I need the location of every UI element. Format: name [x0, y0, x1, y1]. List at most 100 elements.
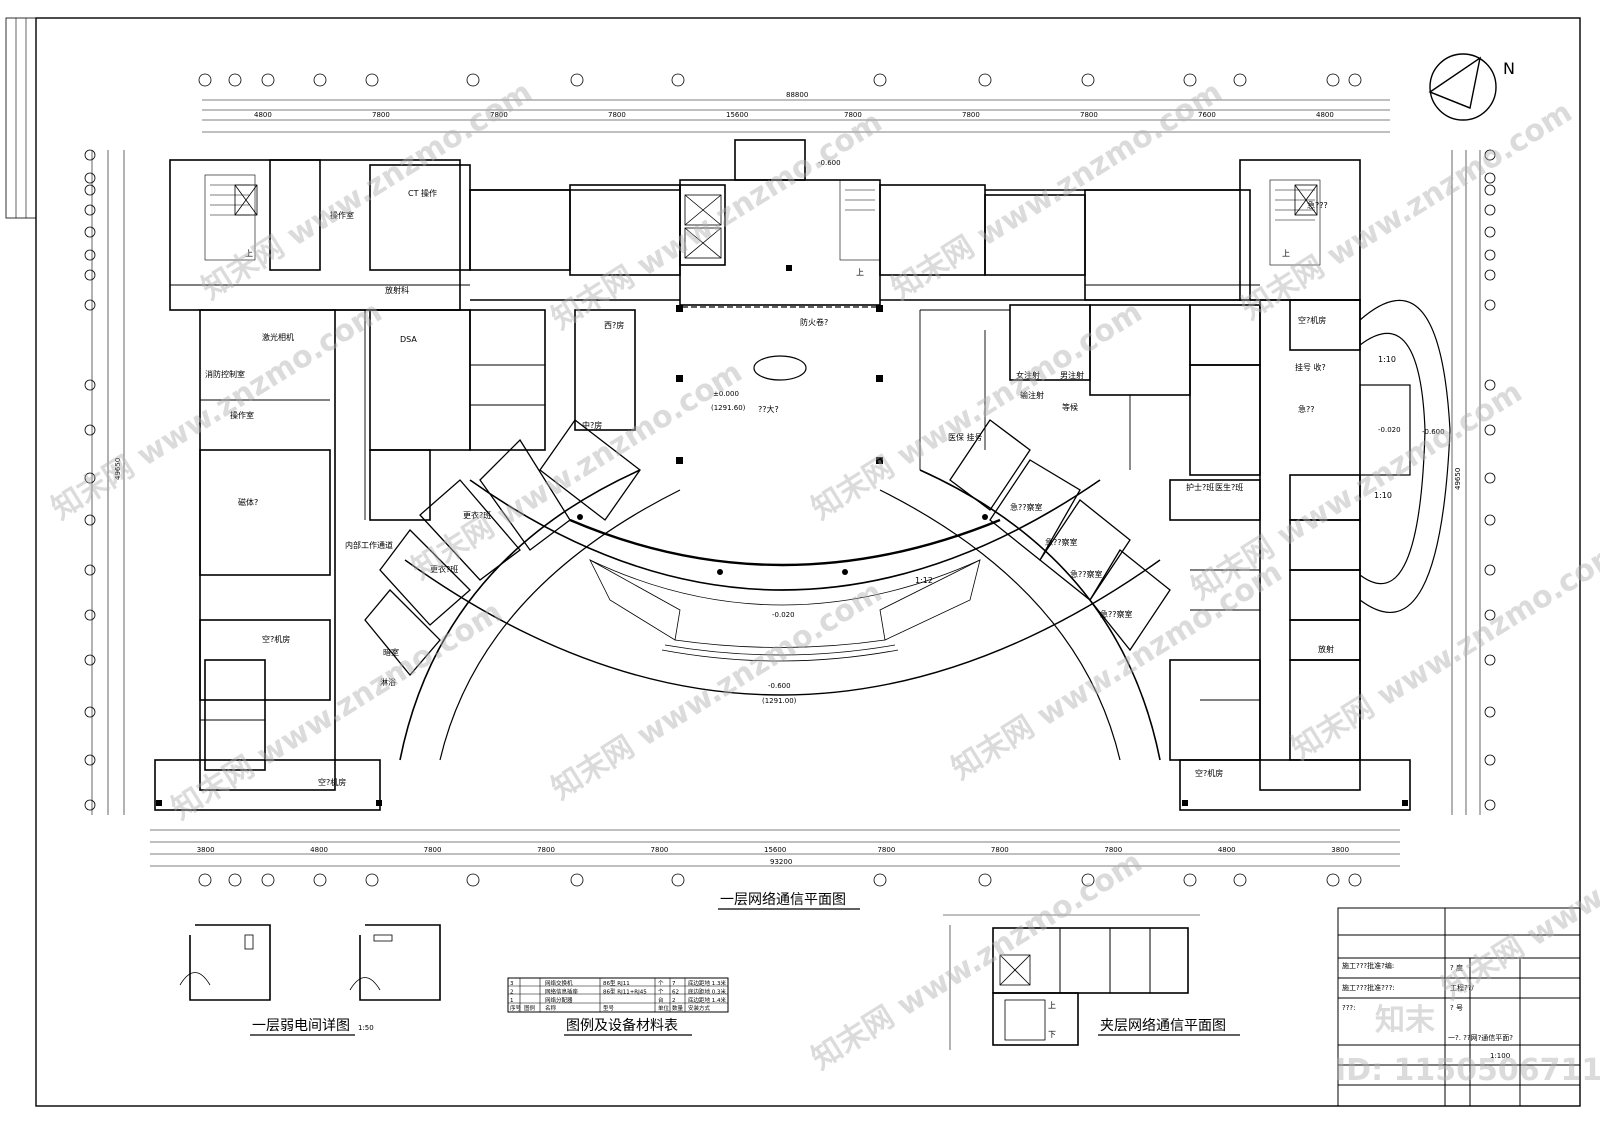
watermark-site: 知末网 www.znzmo.com: [46, 295, 389, 527]
axis-bubble: [1348, 873, 1362, 887]
title-block-row-2: 施工???批准???:: [1342, 983, 1395, 992]
room-operation: 操作室: [330, 210, 354, 220]
axis-bubble: [84, 472, 96, 484]
legend-header: 安装方式: [688, 1004, 711, 1012]
legend-cell: 网络分配器: [545, 996, 573, 1004]
axis-bubble: [1484, 799, 1496, 811]
axis-bubble: [466, 73, 480, 87]
weak-room-scale: 1:50: [358, 1024, 374, 1032]
legend-header: 图例: [524, 1004, 536, 1012]
axis-bubble: [1484, 754, 1496, 766]
room-ac-1: 空?机房: [262, 634, 290, 644]
axis-bubble: [1183, 873, 1197, 887]
stair-up-3: 上: [856, 268, 864, 277]
axis-bubble: [84, 204, 96, 216]
room-insurance: 医保 挂号: [948, 432, 983, 442]
axis-bubble: [84, 249, 96, 261]
top-span-dimension: 7800: [962, 111, 980, 119]
bottom-span-dimension: 4800: [1218, 846, 1236, 854]
title-block-right-2: 工程??/: [1450, 983, 1474, 992]
title-block-row-1: 施工???批准?编:: [1342, 961, 1394, 970]
room-ac-2: 空?机房: [318, 777, 346, 787]
legend-cell: 2: [510, 990, 514, 996]
axis-bubble: [1484, 184, 1496, 196]
top-span-dimension: 7800: [1080, 111, 1098, 119]
level-step: -0.020: [772, 611, 795, 619]
axis-bubble: [1081, 73, 1095, 87]
weak-room-detail-drawings: [179, 924, 441, 1001]
axis-bubble: [84, 564, 96, 576]
legend-cell: 个: [658, 989, 664, 996]
watermark-site: 知末网 www.znzmo.com: [1236, 95, 1579, 327]
mezzanine-title: 夹层网络通信平面图: [1100, 1018, 1226, 1034]
axis-bubble: [978, 73, 992, 87]
axis-bubble: [1484, 706, 1496, 718]
title-block-scale: 1:100: [1490, 1052, 1510, 1060]
axis-bubble: [1484, 226, 1496, 238]
axis-bubble: [1233, 73, 1247, 87]
bottom-span-dimension: 4800: [310, 846, 328, 854]
bottom-span-dimension: 7800: [1104, 846, 1122, 854]
axis-bubble: [1348, 73, 1362, 87]
room-nurse: 护士?班: [1186, 482, 1214, 492]
room-changing-1: 更衣?班: [463, 510, 491, 520]
top-span-dimension: 15600: [726, 111, 748, 119]
level-top: -0.600: [818, 159, 841, 167]
axis-bubble: [671, 73, 685, 87]
level-entry: -0.600: [768, 682, 791, 690]
axis-bubble: [84, 424, 96, 436]
legend-header: 单位: [658, 1004, 670, 1012]
axis-bubble: [1484, 379, 1496, 391]
legend-cell: 网络交换机: [545, 979, 573, 987]
axis-bubble: [873, 873, 887, 887]
main-plan-title: 一层网络通信平面图: [720, 892, 846, 908]
legend-cell: 2: [672, 998, 676, 1004]
right-entrance-ramp: [1359, 300, 1451, 613]
title-block-right-3: ? 号: [1450, 1004, 1463, 1012]
room-mri: 磁体?: [238, 497, 258, 507]
room-changing-2: 更衣?班: [430, 564, 458, 574]
sheet-frame: [35, 17, 1581, 1107]
room-doctor: 医生?班: [1215, 482, 1243, 492]
mezz-stair-up: 上: [1048, 1001, 1056, 1010]
legend-cell: 62: [672, 990, 679, 996]
bottom-span-dimension: 3800: [197, 846, 215, 854]
room-chinese-pharmacy: 中?房: [582, 420, 602, 430]
weak-room-title: 一层弱电间详图: [252, 1018, 350, 1034]
room-waiting: 等候: [1062, 402, 1078, 412]
room-radiation: 放射: [1318, 644, 1334, 654]
top-dimension-lines: [202, 99, 1390, 133]
room-lobby: ??大?: [758, 404, 779, 414]
axis-bubble: [1484, 149, 1496, 161]
level-entry-abs: (1291.00): [762, 697, 797, 705]
axis-bubble: [1484, 269, 1496, 281]
room-inner-corridor: 内部工作通道: [345, 540, 393, 550]
axis-bubble: [1484, 204, 1496, 216]
legend-cell: 7: [672, 981, 676, 987]
watermark-site: 知末网 www.znzmo.com: [806, 845, 1149, 1077]
legend-cell: 3: [510, 981, 514, 987]
room-labels: CT 操作 操作室 放射科 DSA 激光相机 消防控制室 操作室 磁体? 内部工…: [205, 159, 1445, 787]
title-block-right-1: ? 度: [1450, 963, 1463, 972]
axis-bubble: [1484, 249, 1496, 261]
curved-facade: [399, 469, 1161, 761]
axis-bubble: [1081, 873, 1095, 887]
bottom-span-dimension: 7800: [651, 846, 669, 854]
watermark-site: 知末网 www.znzmo.com: [166, 595, 509, 827]
axis-bubble: [261, 873, 275, 887]
axis-bubble: [84, 184, 96, 196]
top-span-dimension: 7800: [372, 111, 390, 119]
axis-bubble: [873, 73, 887, 87]
bottom-span-dimension: 15600: [764, 846, 786, 854]
stair-up-1: 上: [245, 249, 253, 258]
ramp-3: 1:10: [1374, 491, 1392, 500]
left-wing-walls: [154, 159, 680, 811]
right-wedge-rooms: [949, 419, 1171, 652]
watermark-brand: 知末: [1375, 1003, 1435, 1038]
room-fire-control: 消防控制室: [205, 369, 245, 379]
stair-up-2: 上: [1282, 249, 1290, 258]
legend-cell: 底边距地 1.3米: [688, 979, 726, 987]
bottom-span-dimension: 7800: [991, 846, 1009, 854]
room-ac-4: 空?机房: [1195, 768, 1223, 778]
